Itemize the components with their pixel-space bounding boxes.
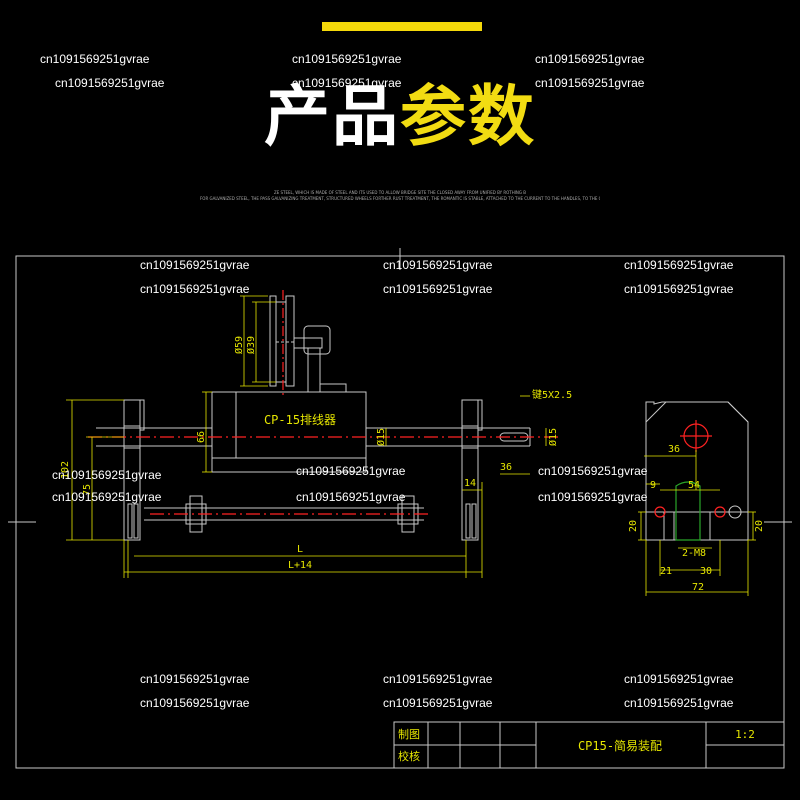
dim-s20b: 20 (754, 520, 765, 532)
dim-h66: 66 (196, 431, 207, 443)
dimension-lines (66, 295, 756, 596)
dim-s20a: 20 (628, 520, 639, 532)
main-housing (211, 391, 367, 473)
dim-d15a: Ø15 (375, 428, 387, 446)
dim-l14: 14 (464, 478, 476, 489)
dim-d59: Ø59 (233, 336, 245, 354)
dim-m8: 2-M8 (682, 548, 706, 559)
page-title: 产品参数 (0, 84, 800, 150)
dim-s30: 30 (700, 566, 712, 577)
dim-d39: Ø39 (245, 336, 257, 354)
dim-d15b: Ø15 (547, 428, 559, 446)
dim-s54: 54 (688, 480, 700, 491)
subtitle-line-2: FOR GALVANIZED STEEL, THE PASS GALVANIZI… (200, 196, 600, 201)
side-view-hole-right (714, 506, 726, 518)
dim-h75: 75 (82, 484, 93, 496)
header-accent-bar (322, 22, 482, 31)
end-bracket-right (461, 399, 483, 541)
dim-h102: 102 (60, 461, 71, 479)
subtitle-line-1: ZE STEEL, WHICH IS MADE OF STEEL AND ITS… (273, 190, 527, 195)
side-view-hole-left (654, 506, 666, 518)
dim-s36: 36 (668, 444, 680, 455)
dim-l36: 36 (500, 462, 512, 473)
side-view-bracket (645, 401, 749, 541)
dim-keyway: 键5X2.5 (532, 388, 572, 401)
end-bracket-left (123, 399, 145, 541)
main-shaft (96, 427, 531, 447)
title-block-scale: 1:2 (735, 728, 755, 741)
dim-s72: 72 (692, 582, 704, 593)
title-block-drawing-name: CP15-简易装配 (578, 739, 662, 753)
pulley-bracket (293, 325, 347, 393)
part-label: CP-15排线器 (264, 413, 336, 427)
title-white-part: 产品 (264, 78, 400, 155)
title-block (393, 721, 785, 769)
title-block-drawn-label: 制图 (398, 728, 420, 741)
pulley-wheel (269, 295, 295, 387)
title-yellow-part: 参数 (400, 78, 536, 155)
dim-s21: 21 (660, 566, 672, 577)
side-view-slot (675, 481, 701, 541)
dim-L: L (297, 544, 303, 555)
dim-L14: L+14 (288, 560, 312, 571)
dim-s9: 9 (650, 480, 656, 491)
lower-rod (144, 495, 424, 533)
title-block-check-label: 校核 (398, 749, 420, 763)
